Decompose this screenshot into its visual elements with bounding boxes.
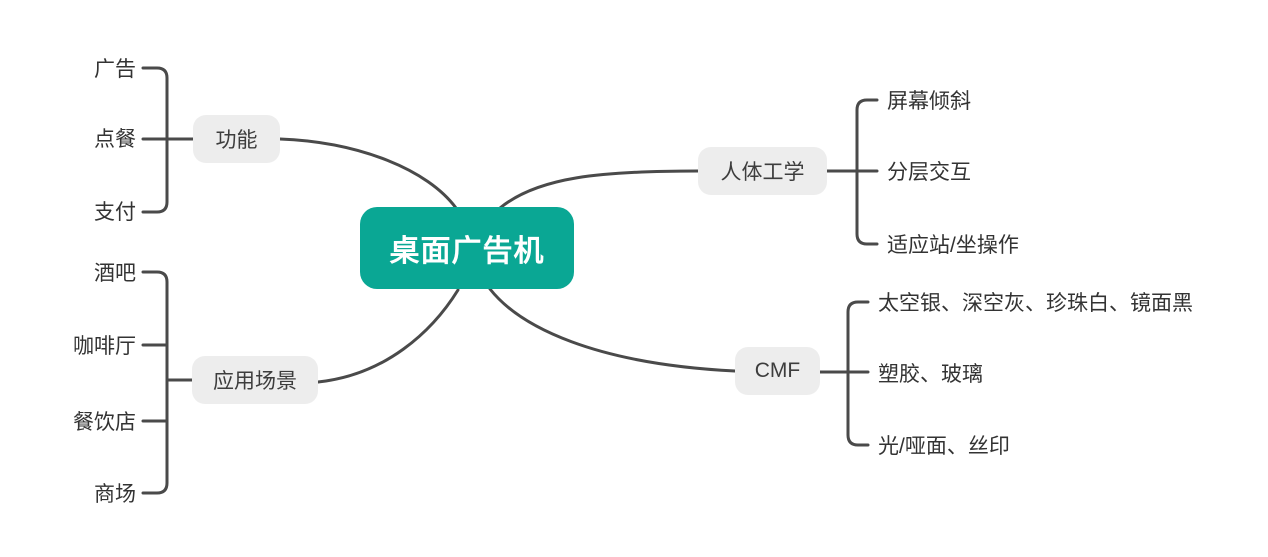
connector-root-to-yingyongchangjing [316,288,460,384]
root-node[interactable]: 桌面广告机 [360,207,574,289]
leaf-node-fencengjiaohu[interactable]: 分层交互 [887,161,971,184]
branch-node-cmf[interactable]: CMF [735,347,820,395]
branch-node-gongneng[interactable]: 功能 [193,115,280,163]
leaf-node-shiyingzhanzuo[interactable]: 适应站/坐操作 [887,234,1019,257]
connector-root-to-rentigongxue [498,169,700,210]
connector-yingyongchangjing-bracket [141,270,169,495]
connector-gongneng-bracket [141,66,169,214]
connector-cmf-bracket [846,300,870,447]
leaf-node-materials[interactable]: 塑胶、玻璃 [878,363,983,386]
leaf-node-kafeiting[interactable]: 咖啡厅 [73,335,136,358]
leaf-node-zhifu[interactable]: 支付 [94,201,136,224]
leaf-node-canyindian[interactable]: 餐饮店 [73,411,136,434]
leaf-node-shangchang[interactable]: 商场 [94,483,136,506]
leaf-node-colors[interactable]: 太空银、深空灰、珍珠白、镜面黑 [878,292,1193,315]
leaf-node-diancan[interactable]: 点餐 [94,128,136,151]
branch-node-yingyongchangjing[interactable]: 应用场景 [192,356,318,404]
leaf-node-jiuba[interactable]: 酒吧 [94,262,136,285]
branch-node-rentigongxue[interactable]: 人体工学 [698,147,827,195]
connector-root-to-cmf [488,287,737,373]
connector-rentigongxue-bracket [855,98,879,246]
connector-root-to-gongneng [278,137,458,210]
leaf-node-guanggao[interactable]: 广告 [94,58,136,81]
leaf-node-finishes[interactable]: 光/哑面、丝印 [878,435,1010,458]
leaf-node-pingmuqingxie[interactable]: 屏幕倾斜 [887,90,971,113]
